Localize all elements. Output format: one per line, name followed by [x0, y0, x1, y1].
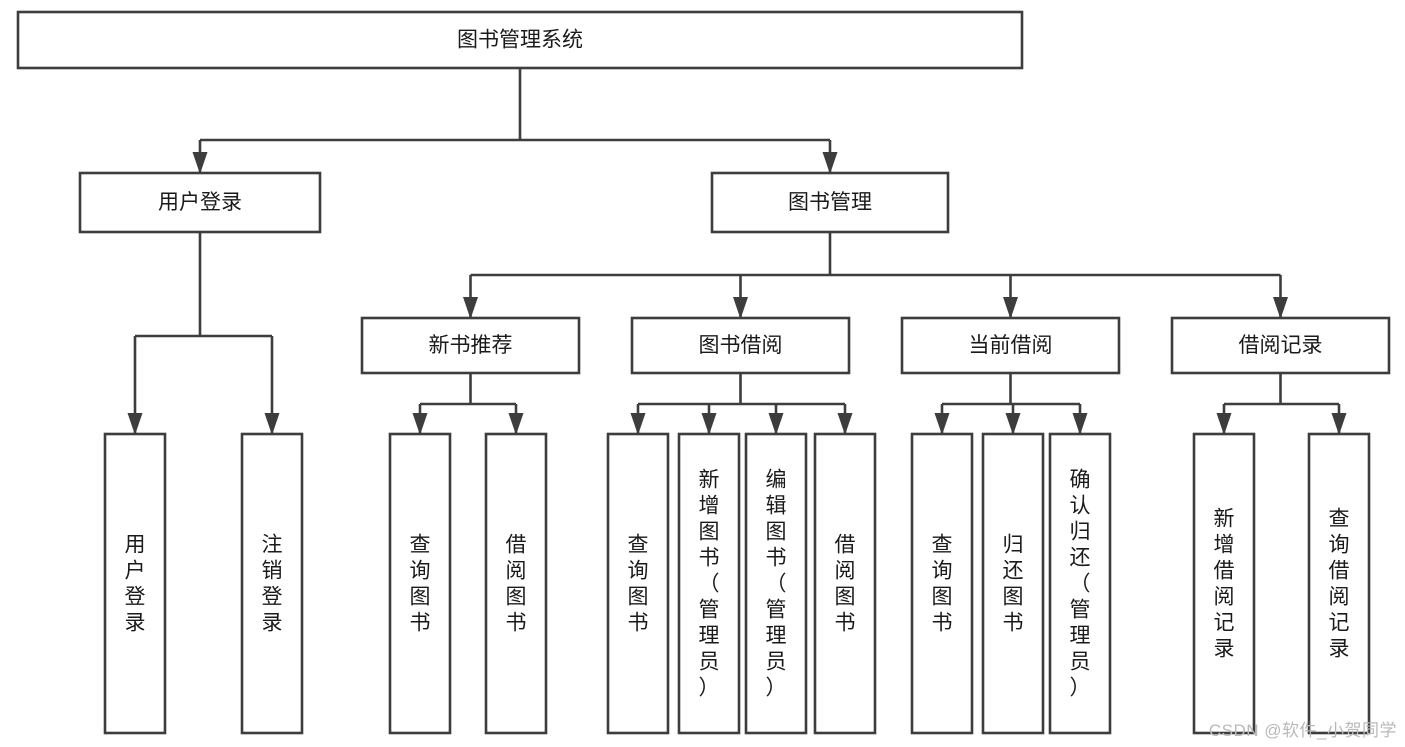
node-box-leaf-query-borrow-record[interactable] [1307, 432, 1371, 735]
node-label-root: 图书管理系统 [457, 29, 583, 52]
node-label-book-management: 图书管理 [788, 191, 872, 214]
node-box-leaf-edit-book[interactable] [744, 432, 808, 735]
new-book-recommend-arrow-0 [412, 413, 428, 435]
borrow-record-arrow-0 [1216, 413, 1232, 435]
current-borrow-arrow-2 [1072, 413, 1088, 435]
node-leaf-confirm-return[interactable]: 确认归还（管理员） [1048, 432, 1112, 735]
node-borrow-record[interactable]: 借阅记录 [1170, 316, 1391, 375]
node-label-leaf-user-login: 用户登录 [125, 534, 146, 635]
node-leaf-query-book-current[interactable]: 查询图书 [910, 432, 974, 735]
book-borrow-arrow-2 [768, 413, 784, 435]
userlogin-arrow-1 [264, 413, 280, 435]
node-box-new-book-recommend[interactable] [360, 316, 581, 375]
node-box-book-management[interactable] [710, 171, 950, 234]
node-new-book-recommend[interactable]: 新书推荐 [360, 316, 581, 375]
node-label-leaf-logout: 注销登录 [262, 534, 283, 635]
node-leaf-borrow-book[interactable]: 借阅图书 [813, 432, 877, 735]
node-label-book-borrow: 图书借阅 [699, 334, 783, 357]
bookmgmt-arrow-2 [1003, 297, 1018, 319]
node-user-login[interactable]: 用户登录 [78, 171, 322, 234]
csdn-watermark: CSDN @软件_小贺同学 [1208, 721, 1397, 740]
node-label-leaf-return-book: 归还图书 [1003, 534, 1024, 635]
node-leaf-edit-book[interactable]: 编辑图书（管理员） [744, 432, 808, 735]
node-leaf-borrow-book-recommend[interactable]: 借阅图书 [484, 432, 548, 735]
book-borrow-arrow-0 [630, 413, 646, 435]
node-box-leaf-add-book[interactable] [677, 432, 741, 735]
node-root[interactable]: 图书管理系统 [16, 10, 1024, 70]
node-book-management[interactable]: 图书管理 [710, 171, 950, 234]
book-borrow-arrow-1 [701, 413, 717, 435]
node-box-user-login[interactable] [78, 171, 322, 234]
node-book-borrow[interactable]: 图书借阅 [630, 316, 851, 375]
node-label-new-book-recommend: 新书推荐 [429, 334, 513, 357]
node-box-root[interactable] [16, 10, 1024, 70]
node-box-leaf-add-borrow-record[interactable] [1192, 432, 1256, 735]
node-leaf-return-book[interactable]: 归还图书 [981, 432, 1045, 735]
borrow-record-arrow-1 [1331, 413, 1347, 435]
current-borrow-arrow-1 [1005, 413, 1021, 435]
node-box-leaf-return-book[interactable] [981, 432, 1045, 735]
node-label-leaf-query-book-recommend: 查询图书 [410, 534, 431, 635]
node-leaf-add-book[interactable]: 新增图书（管理员） [677, 432, 741, 735]
node-box-leaf-query-book-borrow[interactable] [606, 432, 670, 735]
node-label-borrow-record: 借阅记录 [1239, 334, 1323, 357]
node-box-leaf-confirm-return[interactable] [1048, 432, 1112, 735]
node-box-current-borrow[interactable] [900, 316, 1121, 375]
node-label-leaf-confirm-return: 确认归还（管理员） [1070, 469, 1091, 700]
node-label-leaf-add-book: 新增图书（管理员） [699, 469, 720, 700]
node-box-borrow-record[interactable] [1170, 316, 1391, 375]
node-label-leaf-query-borrow-record: 查询借阅记录 [1329, 508, 1350, 661]
node-leaf-logout[interactable]: 注销登录 [240, 432, 304, 735]
connector-lines [127, 68, 1347, 435]
node-box-book-borrow[interactable] [630, 316, 851, 375]
node-box-leaf-user-login[interactable] [103, 432, 167, 735]
root-arrow-1 [822, 152, 838, 174]
node-box-leaf-query-book-current[interactable] [910, 432, 974, 735]
userlogin-arrow-0 [127, 413, 143, 435]
node-leaf-add-borrow-record[interactable]: 新增借阅记录 [1192, 432, 1256, 735]
node-current-borrow[interactable]: 当前借阅 [900, 316, 1121, 375]
node-label-user-login: 用户登录 [158, 191, 242, 214]
node-box-leaf-borrow-book[interactable] [813, 432, 877, 735]
book-borrow-arrow-3 [837, 413, 853, 435]
node-label-leaf-query-book-current: 查询图书 [932, 534, 953, 635]
node-box-leaf-borrow-book-recommend[interactable] [484, 432, 548, 735]
node-boxes: 图书管理系统用户登录图书管理新书推荐图书借阅当前借阅借阅记录用户登录注销登录查询… [16, 10, 1391, 735]
node-label-leaf-edit-book: 编辑图书（管理员） [766, 469, 787, 700]
current-borrow-arrow-0 [934, 413, 950, 435]
node-leaf-query-borrow-record[interactable]: 查询借阅记录 [1307, 432, 1371, 735]
bookmgmt-arrow-1 [733, 297, 748, 319]
node-box-leaf-query-book-recommend[interactable] [388, 432, 452, 735]
node-label-leaf-borrow-book-recommend: 借阅图书 [506, 534, 527, 635]
node-box-leaf-logout[interactable] [240, 432, 304, 735]
root-arrow-0 [192, 152, 208, 174]
node-label-leaf-add-borrow-record: 新增借阅记录 [1214, 508, 1235, 661]
node-leaf-user-login[interactable]: 用户登录 [103, 432, 167, 735]
node-label-leaf-query-book-borrow: 查询图书 [628, 534, 649, 635]
node-label-leaf-borrow-book: 借阅图书 [835, 534, 856, 635]
node-label-current-borrow: 当前借阅 [969, 334, 1053, 357]
node-leaf-query-book-borrow[interactable]: 查询图书 [606, 432, 670, 735]
new-book-recommend-arrow-1 [508, 413, 524, 435]
bookmgmt-arrow-0 [463, 297, 478, 319]
bookmgmt-arrow-3 [1273, 297, 1288, 319]
node-leaf-query-book-recommend[interactable]: 查询图书 [388, 432, 452, 735]
